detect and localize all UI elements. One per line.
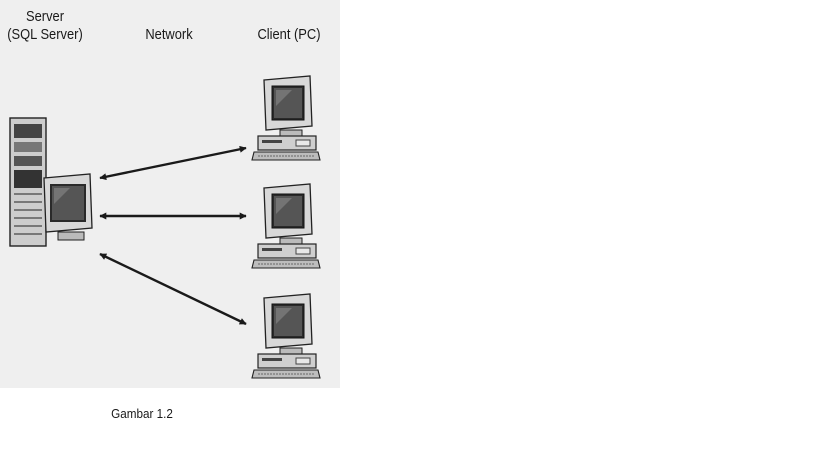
server-label: Server xyxy=(25,8,65,25)
client-pc-icon xyxy=(251,183,321,269)
figure-caption: Gambar 1.2 xyxy=(111,406,173,421)
client-pc-icon xyxy=(251,75,321,161)
server-subtitle-label: (SQL Server) xyxy=(7,26,83,43)
network-label: Network xyxy=(145,26,193,43)
client-label: Client (PC) xyxy=(257,26,321,43)
server-workstation-icon xyxy=(9,117,93,247)
network-diagram xyxy=(9,75,321,379)
connection-arrow-client-3 xyxy=(99,252,247,326)
diagram-panel: Server (SQL Server) Network Client (PC) xyxy=(0,0,340,388)
connection-arrow-client-1 xyxy=(99,145,247,181)
client-pc-icon xyxy=(251,293,321,379)
